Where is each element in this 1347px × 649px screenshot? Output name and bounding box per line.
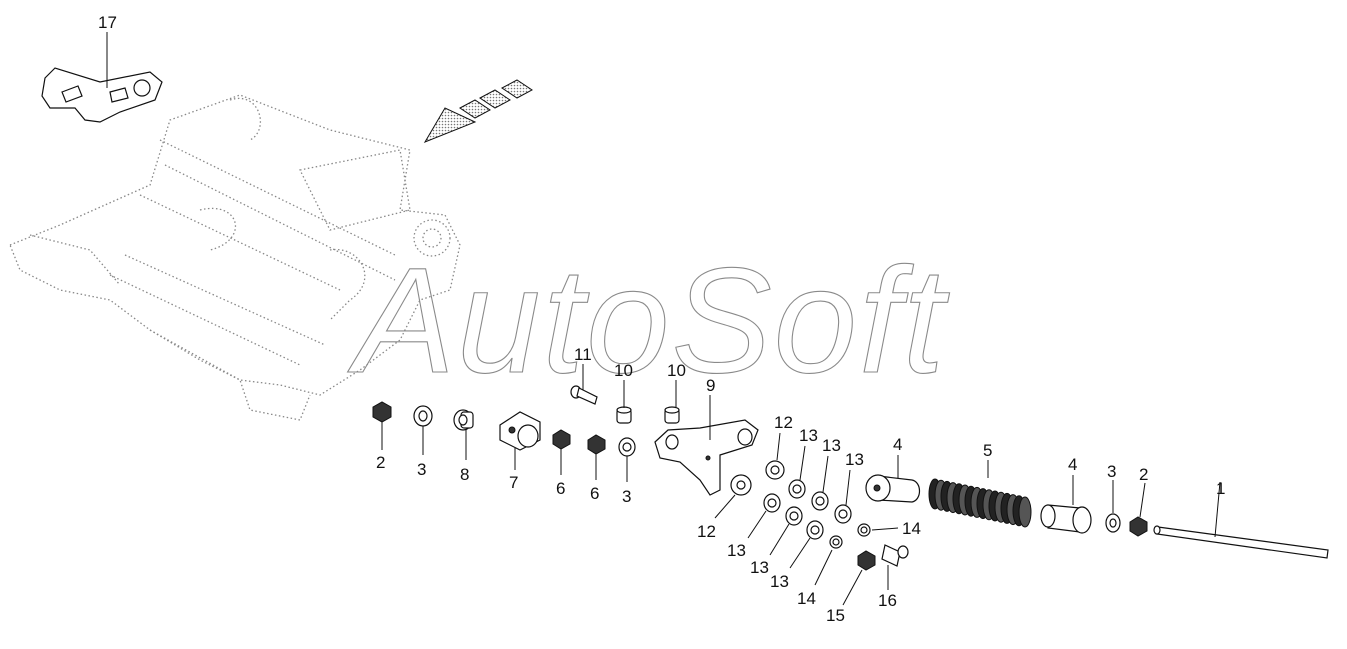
callout-13-top-1: 13 [799,426,818,445]
callout-11: 11 [574,345,592,364]
callout-12-lower: 12 [697,522,716,541]
callout-1: 1 [1216,479,1225,498]
part-5-spring [928,460,1032,528]
part-6-nut-b [587,434,606,480]
part-13-washer-6 [789,520,824,569]
part-3-washer-left [413,405,433,455]
callout-14-bottom: 14 [797,589,816,608]
part-1-rod [1153,481,1329,559]
callout-13-top-3: 13 [845,450,864,469]
callout-3-right: 3 [1107,462,1116,481]
callout-17: 17 [98,13,117,32]
part-8-bushing [453,409,474,460]
callout-3-left: 3 [417,460,426,479]
part-17-bracket [41,32,163,123]
part-12-washer-lower [714,474,752,519]
spring-coil [1018,496,1032,528]
part-4-sleeve-left [865,455,921,503]
part-7-block [499,411,541,470]
direction-arrow-icon [423,79,533,144]
callout-13-bottom-2: 13 [750,558,769,577]
callout-14-right: 14 [902,519,921,538]
callout-15: 15 [826,606,845,625]
callout-8: 8 [460,465,469,484]
part-10-spacer-b [664,380,680,424]
part-2-nut-left [372,401,392,450]
part-16-bolt [881,544,909,590]
watermark: AutoSoft [347,236,950,404]
callout-3-middle: 3 [622,487,631,506]
callout-13-top-2: 13 [822,436,841,455]
part-3-washer-right [1105,480,1121,533]
part-12-washer-upper [765,432,785,480]
callout-12-upper: 12 [774,413,793,432]
machine-frame-outline [9,94,461,421]
callout-10-a: 10 [614,361,633,380]
part-13-washer-4 [747,493,781,539]
part-13-washer-2 [811,455,829,511]
part-2-nut-right [1129,482,1148,537]
part-13-washer-5 [769,506,803,556]
part-11-bolt [570,364,598,405]
callout-6-a: 6 [556,479,565,498]
callout-4-left: 4 [893,435,902,454]
part-15-nut [842,550,876,606]
callout-4-right: 4 [1068,455,1077,474]
callout-7: 7 [509,473,518,492]
part-3-washer-middle [618,437,636,482]
callout-16: 16 [878,591,897,610]
callout-10-b: 10 [667,361,686,380]
part-9-arm-bracket [654,395,759,496]
part-13-washer-3 [834,469,852,524]
callout-9: 9 [706,376,715,395]
part-6-nut-a [552,429,571,475]
part-14-washer-b [814,535,843,586]
callout-2-left: 2 [376,453,385,472]
callout-2-right: 2 [1139,465,1148,484]
part-13-washer-1 [788,445,806,499]
part-14-washer-a [857,523,899,537]
callout-6-b: 6 [590,484,599,503]
callout-5: 5 [983,441,992,460]
callout-13-bottom-1: 13 [727,541,746,560]
part-10-spacer-a [616,380,632,424]
callout-13-bottom-3: 13 [770,572,789,591]
part-4-sleeve-right [1040,475,1092,534]
callout-labels: 17 11 10 10 9 2 3 8 7 6 6 3 12 12 13 13 … [98,13,1225,625]
